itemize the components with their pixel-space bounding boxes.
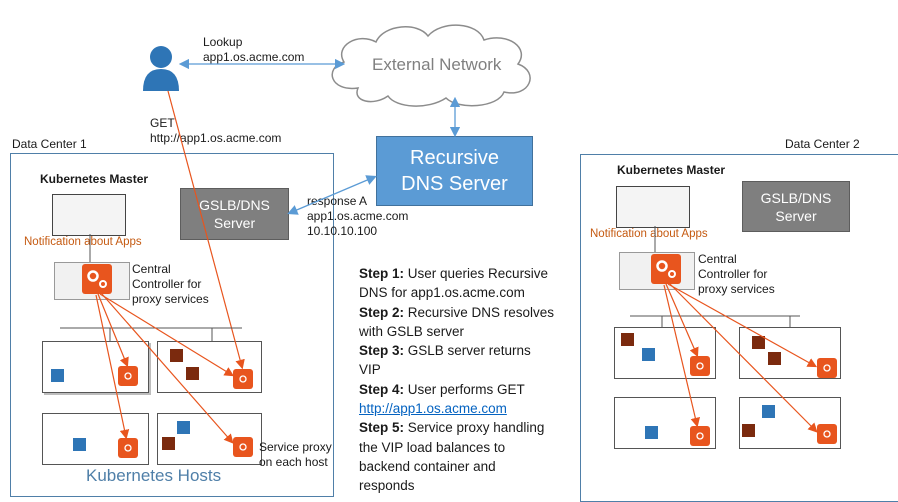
dns-line2: DNS Server bbox=[401, 173, 508, 195]
dc2-ctrl-proxy-link bbox=[665, 283, 699, 358]
proxy-note-line1: Service proxy bbox=[259, 440, 332, 454]
dc2-controller-line1: Central bbox=[698, 252, 737, 266]
container-cube bbox=[642, 348, 655, 361]
dc1-ctrl-proxy-link bbox=[99, 293, 235, 377]
step-1-text: User queries Recursive bbox=[404, 266, 549, 281]
dns-line1: Recursive bbox=[410, 147, 499, 169]
response-line3: 10.10.10.100 bbox=[307, 224, 378, 238]
proxy-icon bbox=[817, 358, 837, 378]
dc2-controller-line3: proxy services bbox=[698, 282, 775, 296]
get-label: GET bbox=[150, 116, 175, 130]
get-arrow bbox=[167, 90, 245, 370]
container-cube bbox=[73, 438, 86, 451]
proxy-glyphs bbox=[124, 362, 831, 452]
dc2-master-title: Kubernetes Master bbox=[617, 163, 726, 177]
step-5-text: Service proxy handling bbox=[404, 420, 545, 436]
recursive-dns-server: Recursive DNS Server bbox=[376, 136, 533, 206]
dc1-notification: Notification about Apps bbox=[24, 236, 142, 248]
proxy-icon bbox=[233, 369, 253, 389]
step-2-text: Recursive DNS resolves bbox=[404, 304, 555, 320]
cloud-label: External Network bbox=[372, 55, 502, 74]
dc1-ctrl-proxy-link bbox=[97, 293, 129, 368]
step-2: Step 2: Recursive DNS resolves bbox=[359, 303, 554, 322]
container-cube bbox=[186, 367, 199, 380]
step-3: Step 3: GSLB server returns bbox=[359, 341, 554, 360]
dns-gslb-arrow bbox=[287, 175, 377, 215]
dc2-controller-line2: Controller for bbox=[698, 267, 768, 281]
proxy-icon bbox=[690, 426, 710, 446]
dc2-title: Data Center 2 bbox=[785, 137, 860, 151]
container-cube bbox=[621, 333, 634, 346]
step-2-cont: with GSLB server bbox=[359, 323, 465, 339]
proxy-icon bbox=[690, 356, 710, 376]
dc1-gslb-server: GSLB/DNS Server bbox=[180, 188, 289, 240]
cloud-icon bbox=[331, 24, 531, 107]
step-4-link[interactable]: http://app1.os.acme.com bbox=[359, 401, 507, 417]
step-5-cont-3: responds bbox=[359, 478, 415, 494]
dc1-title: Data Center 1 bbox=[12, 137, 87, 151]
container-cube bbox=[752, 336, 765, 349]
dc2-ctrl-proxy-link bbox=[667, 283, 818, 368]
proxy-note-line2: on each host bbox=[259, 455, 328, 469]
step-5: Step 5: Service proxy handling bbox=[359, 418, 554, 437]
steps-list: Step 1: User queries Recursive DNS for a… bbox=[359, 264, 554, 496]
step-3-label: Step 3: bbox=[359, 343, 405, 359]
dc2-ctrl-proxy-link bbox=[669, 283, 818, 433]
step-4-text: User performs GET bbox=[404, 381, 525, 397]
dc2-notification: Notification about Apps bbox=[590, 228, 708, 240]
user-icon bbox=[143, 46, 179, 91]
step-1-label: Step 1: bbox=[359, 266, 405, 281]
proxy-icon bbox=[118, 366, 138, 386]
step-4: Step 4: User performs GET bbox=[359, 380, 554, 399]
container-cube bbox=[768, 352, 781, 365]
get-url-label: http://app1.os.acme.com bbox=[150, 131, 282, 145]
container-cube bbox=[762, 405, 775, 418]
proxy-icon bbox=[118, 438, 138, 458]
step-3-text: GSLB server returns bbox=[404, 343, 531, 359]
dc2-ctrl-proxy-link bbox=[663, 284, 701, 428]
gear-icon bbox=[82, 264, 112, 294]
step-1: Step 1: User queries Recursive bbox=[359, 264, 554, 283]
dc2-gslb-server: GSLB/DNS Server bbox=[742, 181, 850, 232]
dc1-ctrl-proxy-link bbox=[95, 294, 130, 440]
dc1-master-title: Kubernetes Master bbox=[40, 172, 149, 186]
dc1-controller-line2: Controller for bbox=[132, 277, 202, 291]
container-cube bbox=[51, 369, 64, 382]
proxy-icon bbox=[817, 424, 837, 444]
dc2-master-box bbox=[616, 186, 690, 228]
dc1-gslb-line1: GSLB/DNS bbox=[199, 197, 270, 213]
gear-icon bbox=[651, 254, 681, 284]
proxy-icon bbox=[233, 437, 253, 457]
dc1-controller-line1: Central bbox=[132, 262, 171, 276]
dc1-hosts-label: Kubernetes Hosts bbox=[86, 466, 222, 485]
dc1-gslb-line2: Server bbox=[213, 215, 256, 231]
container-cube bbox=[177, 421, 190, 434]
step-4-label: Step 4: bbox=[359, 381, 405, 397]
lookup-label: Lookup bbox=[203, 35, 243, 49]
step-5-cont-2: backend container and bbox=[359, 458, 496, 474]
step-1-cont: DNS for app1.os.acme.com bbox=[359, 285, 525, 301]
step-5-cont-1: the VIP load balances to bbox=[359, 439, 506, 455]
container-cube bbox=[170, 349, 183, 362]
dc1-master-box bbox=[52, 194, 126, 236]
container-cube bbox=[742, 424, 755, 437]
step-5-label: Step 5: bbox=[359, 420, 405, 436]
step-3-cont: VIP bbox=[359, 362, 381, 378]
data-center-1-frame bbox=[10, 153, 334, 497]
dc2-gslb-line2: Server bbox=[775, 208, 817, 224]
dc2-gslb-line1: GSLB/DNS bbox=[760, 190, 832, 206]
step-2-label: Step 2: bbox=[359, 304, 405, 320]
container-cube bbox=[162, 437, 175, 450]
container-cube bbox=[645, 426, 658, 439]
dc1-ctrl-proxy-link bbox=[101, 293, 234, 444]
dc1-controller-line3: proxy services bbox=[132, 292, 209, 306]
